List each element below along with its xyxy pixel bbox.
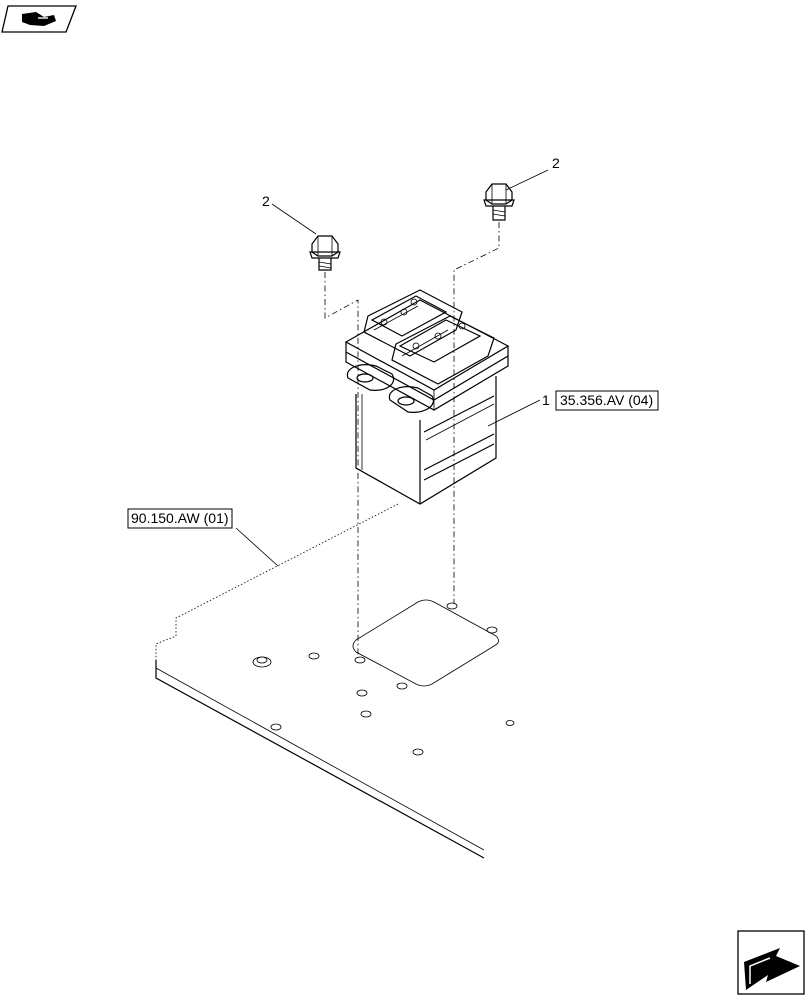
centerline-right bbox=[453, 222, 500, 604]
valve-reference-text: 35.356.AV (04) bbox=[560, 392, 653, 408]
centerline-left bbox=[324, 272, 359, 658]
leader-2-left bbox=[271, 203, 317, 235]
bolt-left bbox=[309, 235, 341, 271]
callout-2-right: 2 bbox=[552, 155, 560, 171]
valve-reference-link[interactable]: 35.356.AV (04) bbox=[555, 390, 659, 411]
bolt-right bbox=[483, 183, 515, 221]
pilot-valve-assembly bbox=[344, 289, 510, 505]
floor-reference-text: 90.150.AW (01) bbox=[131, 510, 229, 526]
parts-catalog-hand-icon[interactable] bbox=[1, 5, 77, 33]
floor-plate bbox=[155, 503, 515, 859]
leader-1 bbox=[487, 399, 541, 427]
next-page-arrow-icon[interactable] bbox=[737, 930, 805, 995]
leader-floor-ref bbox=[235, 527, 279, 567]
floor-reference-link[interactable]: 90.150.AW (01) bbox=[127, 508, 233, 529]
callout-2-left: 2 bbox=[262, 193, 270, 209]
callout-1: 1 bbox=[542, 392, 550, 408]
leader-2-right bbox=[505, 169, 549, 191]
